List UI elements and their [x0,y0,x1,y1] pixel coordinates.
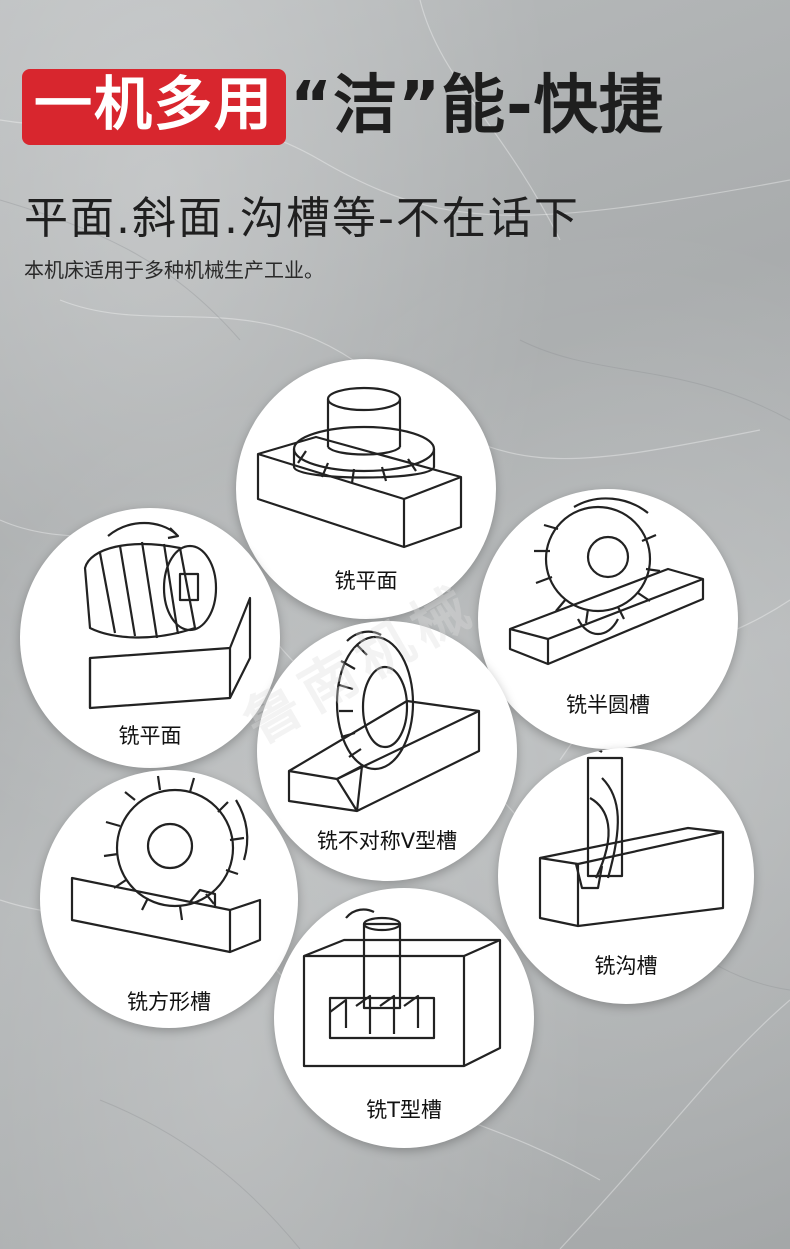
card-label: 铣沟槽 [594,954,658,978]
headline-text: “洁”能-快捷 [290,69,664,144]
card-label: 铣方形槽 [127,990,211,1014]
card-t-slot: 铣T型槽 [274,888,534,1148]
end-mill-icon [538,748,725,928]
v-cutter-icon [287,630,481,813]
slot-cutter-icon [70,775,262,954]
card-face-mill: 铣平面 [236,359,496,619]
card-label: 铣平面 [118,724,182,748]
subtitle: 平面.斜面.沟槽等-不在话下 [24,193,580,244]
card-helical-mill: 铣平面 [20,508,280,768]
card-end-mill: 铣沟槽 [498,748,754,1004]
card-slot-cutter: 铣方形槽 [40,770,298,1028]
t-slot-cutter-icon [302,908,502,1068]
face-mill-icon [256,386,463,549]
headline-highlight: 一机多用 [22,68,287,146]
headline: 一机多用 “洁”能-快捷 [22,62,664,152]
card-label: 铣平面 [334,569,398,593]
helical-mill-icon [83,522,252,710]
card-label: 铣T型槽 [366,1098,442,1122]
description: 本机床适用于多种机械生产工业。 [24,258,324,282]
card-v-cutter: 铣不对称V型槽 [257,621,517,881]
half-round-cutter-icon [508,497,705,666]
card-label: 铣不对称V型槽 [316,829,458,853]
card-label: 铣半圆槽 [566,693,650,717]
card-half-round: 铣半圆槽 [478,489,738,749]
